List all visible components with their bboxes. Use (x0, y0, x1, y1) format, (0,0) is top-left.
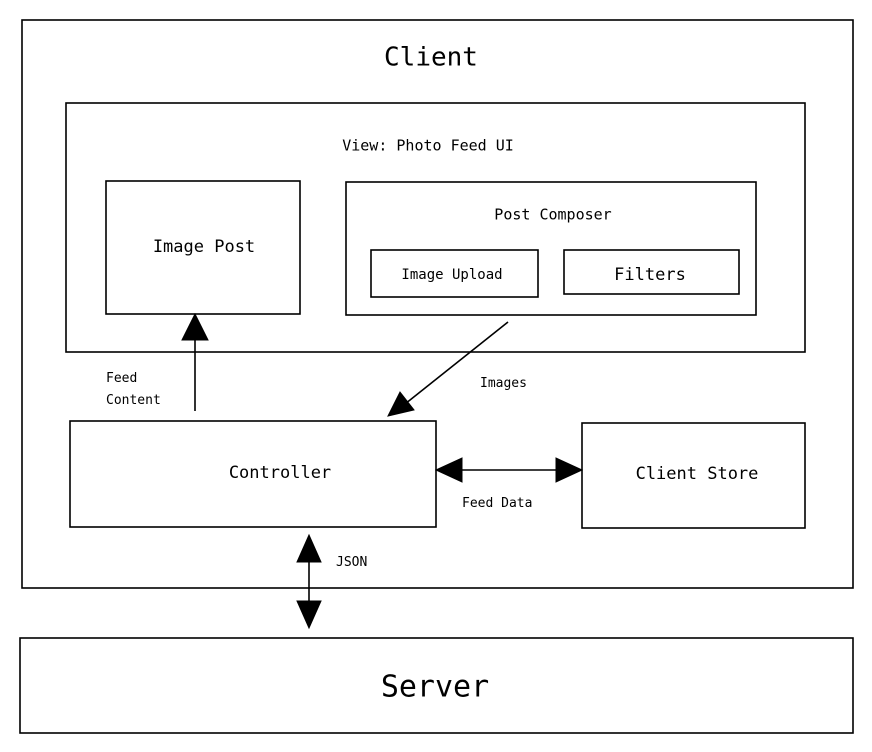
server-box (19, 637, 854, 734)
controller-box (69, 420, 437, 528)
feed-content-arrow (181, 312, 209, 411)
filters-label: Filters (614, 265, 686, 285)
json-label: JSON (336, 555, 367, 570)
feed-content-label-line1: Feed (106, 371, 137, 386)
controller-label: Controller (229, 463, 331, 483)
image-post-box (105, 180, 301, 315)
image-upload-box (370, 249, 539, 298)
client-store-box (581, 422, 806, 529)
client-store-label: Client Store (636, 464, 759, 484)
feed-data-label: Feed Data (462, 496, 532, 511)
view-title: View: Photo Feed UI (342, 137, 514, 155)
images-arrow (387, 321, 509, 417)
image-upload-label: Image Upload (401, 267, 502, 283)
filters-box (563, 249, 740, 295)
client-title: Client (384, 43, 478, 73)
feed-data-arrow (434, 457, 584, 483)
images-label: Images (480, 376, 527, 391)
server-label: Server (381, 670, 489, 705)
post-composer-label: Post Composer (494, 206, 611, 224)
feed-content-label-line2: Content (106, 393, 161, 408)
image-post-label: Image Post (153, 237, 255, 257)
json-arrow (296, 533, 322, 630)
